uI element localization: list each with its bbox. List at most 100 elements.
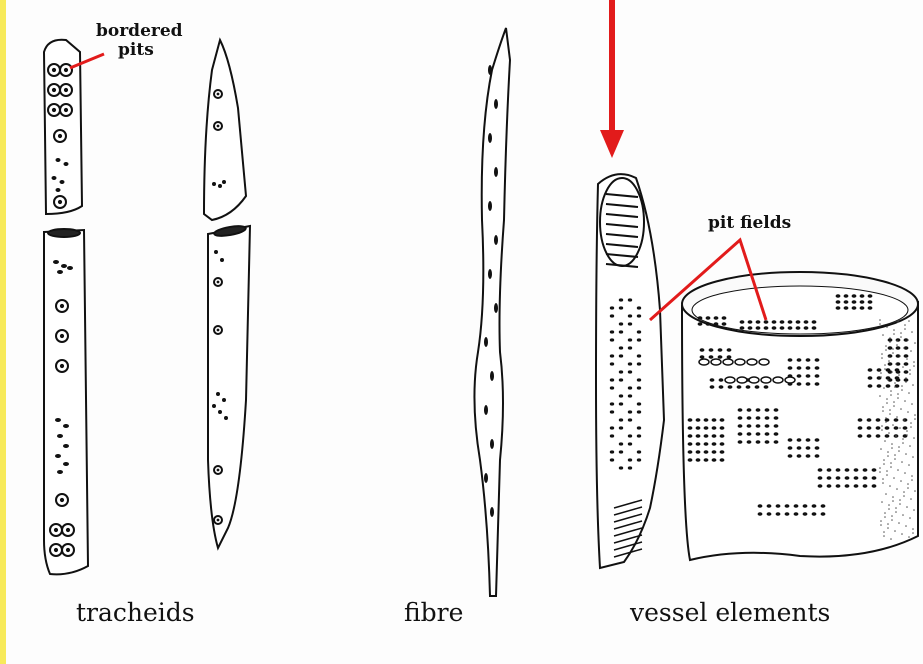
stipple	[910, 498, 912, 500]
ring-pit	[699, 359, 709, 365]
stipple	[883, 387, 885, 389]
stipple	[885, 493, 887, 495]
stipple	[886, 402, 888, 404]
bordered-pit-aperture	[60, 304, 64, 308]
bordered-pit-aperture	[217, 125, 220, 128]
stipple	[908, 464, 910, 466]
pit-dot	[722, 316, 727, 320]
pit-dot	[218, 410, 222, 414]
pit-dot	[61, 264, 67, 268]
pit-dot	[628, 410, 632, 413]
bordered-pit-aperture	[64, 68, 68, 72]
pit-dot	[852, 294, 857, 298]
stipple	[882, 334, 884, 336]
pit-dot	[712, 418, 717, 422]
stipple	[891, 443, 893, 445]
stipple	[895, 507, 897, 509]
stipple	[888, 432, 890, 434]
pit-dot	[780, 320, 785, 324]
pit-dot	[610, 362, 614, 365]
stipple	[902, 438, 904, 440]
pit-dot	[747, 440, 752, 444]
bordered-pit-aperture	[60, 498, 64, 502]
pit-dot	[696, 418, 701, 422]
stipple	[881, 429, 883, 431]
stipple	[906, 506, 908, 508]
stipple	[890, 466, 892, 468]
stipple	[880, 448, 882, 450]
pit-dot	[858, 434, 863, 438]
pit-dot	[747, 408, 752, 412]
stipple	[902, 366, 904, 368]
pit-dot	[845, 484, 850, 488]
pit-dot	[867, 434, 872, 438]
pit-dot	[57, 434, 63, 438]
pit-dot	[740, 320, 745, 324]
pit-dot	[772, 320, 777, 324]
stipple	[882, 478, 884, 480]
stipple	[901, 461, 903, 463]
pit-dot	[706, 322, 711, 326]
pit-dot	[756, 424, 761, 428]
pit-dot	[796, 320, 801, 324]
pit-dot	[490, 371, 494, 381]
pit-dot	[788, 438, 793, 442]
bordered-pit-aperture	[60, 364, 64, 368]
bordered-pit-aperture	[52, 88, 56, 92]
stipple	[904, 400, 906, 402]
stipple	[913, 365, 915, 367]
stipple	[889, 337, 891, 339]
vessel-elements-caption: vessel elements	[630, 598, 830, 627]
pit-dot	[815, 366, 820, 370]
pit-dot	[812, 504, 817, 508]
pit-dot	[867, 418, 872, 422]
stipple	[890, 394, 892, 396]
stipple	[904, 472, 906, 474]
stipple	[889, 485, 891, 487]
pit-dot	[904, 362, 909, 366]
stipple	[896, 344, 898, 346]
pit-dot	[885, 426, 890, 430]
pit-dot	[628, 466, 632, 469]
pit-dot	[756, 408, 761, 412]
pit-dot	[774, 424, 779, 428]
pit-dot	[216, 392, 220, 396]
pit-dot	[728, 385, 733, 389]
pit-dot	[860, 300, 865, 304]
pit-dot	[628, 418, 632, 421]
pit-dot	[836, 468, 841, 472]
pit-dot	[637, 314, 641, 317]
pit-dot	[868, 300, 873, 304]
pit-dot	[720, 418, 725, 422]
pit-dot	[720, 426, 725, 430]
pit-dot	[696, 458, 701, 462]
pit-dot	[756, 432, 761, 436]
stipple	[912, 384, 914, 386]
pit-dot	[738, 424, 743, 428]
pit-dot	[858, 418, 863, 422]
pit-dot	[904, 370, 909, 374]
pit-dot	[628, 338, 632, 341]
stipple	[880, 524, 882, 526]
pit-dot	[764, 320, 769, 324]
stipple	[879, 395, 881, 397]
pit-dot	[877, 368, 882, 372]
pit-dot	[610, 306, 614, 309]
stipple	[914, 414, 916, 416]
stipple	[881, 501, 883, 503]
stipple	[880, 520, 882, 522]
pit-dot	[756, 416, 761, 420]
stipple	[906, 430, 908, 432]
stipple	[913, 437, 915, 439]
pit-dot	[637, 410, 641, 413]
stipple	[880, 376, 882, 378]
pit-dot	[218, 184, 222, 188]
tracheids-caption: tracheids	[76, 598, 195, 627]
pit-dot	[628, 394, 632, 397]
bordered-pit-aperture	[64, 108, 68, 112]
pit-dot	[709, 348, 714, 352]
stipple	[882, 482, 884, 484]
stipple	[887, 455, 889, 457]
vessel-narrow-top-opening	[600, 178, 644, 266]
pit-dot	[797, 358, 802, 362]
